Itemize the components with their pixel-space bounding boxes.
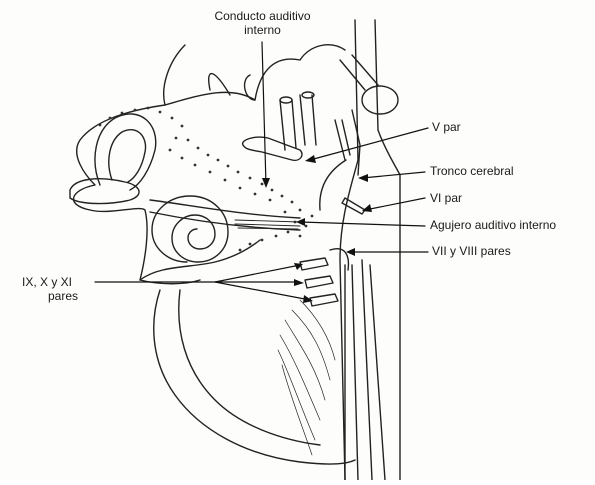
vessel-cylinder <box>243 137 302 160</box>
cochlea-base <box>140 240 260 280</box>
tronco-leader <box>362 172 425 178</box>
label-vii-viii-pares: VII y VIII pares <box>432 245 511 258</box>
ix-leader-top <box>215 265 300 282</box>
vessel-small <box>335 120 350 160</box>
semicircular-canal-inner <box>109 130 146 182</box>
occipital-curve <box>154 290 355 464</box>
label-vi-par: VI par <box>430 192 462 205</box>
v-par-leader <box>310 128 428 160</box>
conducto-leader <box>262 42 266 185</box>
label-v-par: V par <box>432 121 461 134</box>
vessel-top-1 <box>280 97 292 103</box>
semicircular-canal-lateral <box>70 179 139 204</box>
petrous-ridge-line <box>165 45 345 105</box>
lower-canal-lines <box>345 260 385 480</box>
label-tronco-cerebral: Tronco cerebral <box>430 165 514 178</box>
inner-contour-line <box>209 74 255 100</box>
skull-outline <box>74 45 200 284</box>
label-conducto-line2: interno <box>200 24 325 37</box>
label-ix-x-xi-line1: IX, X y XI <box>22 276 72 289</box>
muscle-hatching <box>278 300 335 455</box>
label-agujero-auditivo: Agujero auditivo interno <box>430 219 556 232</box>
leader-lines <box>95 42 428 300</box>
vessel-cross-section <box>362 86 398 114</box>
vessel-diagonal <box>340 55 378 90</box>
label-ix-x-xi-line2: pares <box>48 290 78 303</box>
vi-par-leader <box>365 198 425 210</box>
label-conducto-line1: Conducto auditivo <box>200 10 325 23</box>
agujero-leader <box>300 222 425 226</box>
